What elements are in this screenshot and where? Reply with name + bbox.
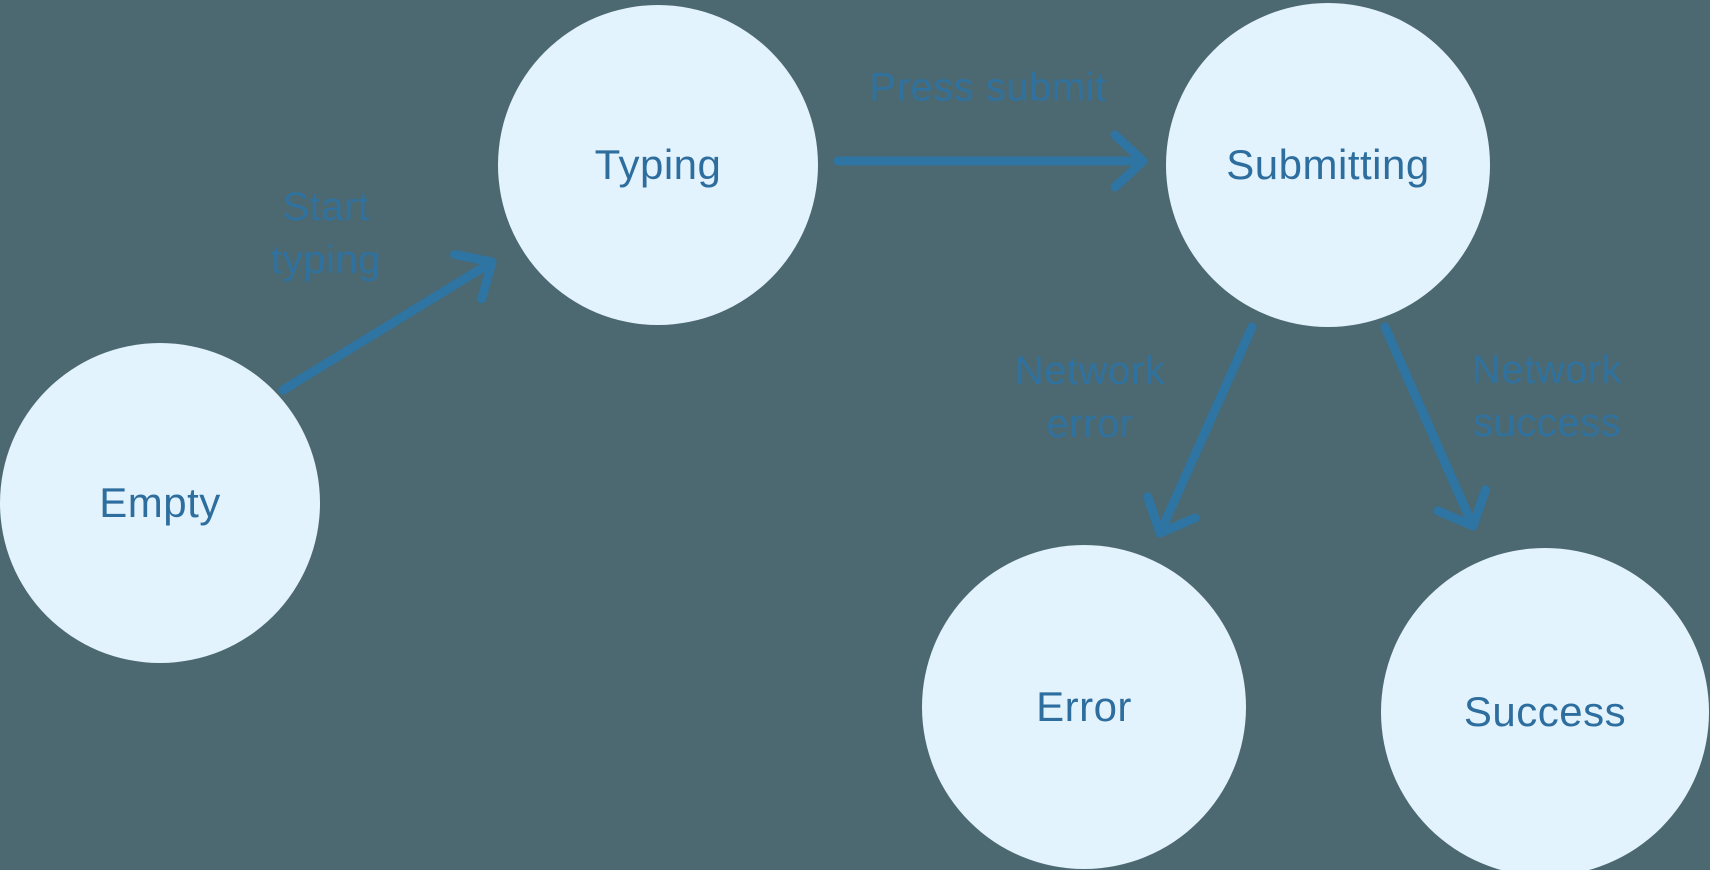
edge-label-network-success-line1: Network <box>1471 348 1623 392</box>
edge-label-network-error-line1: Network <box>1014 349 1166 393</box>
state-node-typing: Typing <box>498 5 818 325</box>
edge-submitting-to-success-arrow <box>1380 322 1490 531</box>
edge-label-network-error-line2: error <box>1046 402 1134 446</box>
edge-label-start-typing-line1: Start <box>282 185 370 229</box>
state-node-empty-label: Empty <box>99 479 221 526</box>
edge-label-network-success: Network success <box>1472 344 1622 450</box>
state-node-success-label: Success <box>1463 688 1627 735</box>
edge-label-network-success-line2: success <box>1472 401 1621 445</box>
edge-label-start-typing: Start typing <box>271 181 381 287</box>
state-node-error-label: Error <box>1036 683 1132 730</box>
state-node-submitting-label: Submitting <box>1226 141 1430 188</box>
edge-label-start-typing-line2: typing <box>271 238 381 282</box>
state-node-success: Success <box>1381 548 1709 870</box>
edge-label-network-error: Network error <box>1015 345 1165 451</box>
state-node-error: Error <box>922 545 1246 869</box>
edge-submitting-to-error-arrow <box>1143 322 1257 538</box>
edge-empty-to-typing-arrow <box>278 249 497 395</box>
edge-label-press-submit: Press submit <box>869 62 1106 115</box>
edge-label-press-submit-line1: Press submit <box>869 65 1107 110</box>
state-node-empty: Empty <box>0 343 320 663</box>
state-node-submitting: Submitting <box>1166 3 1490 327</box>
state-node-typing-label: Typing <box>594 141 722 188</box>
